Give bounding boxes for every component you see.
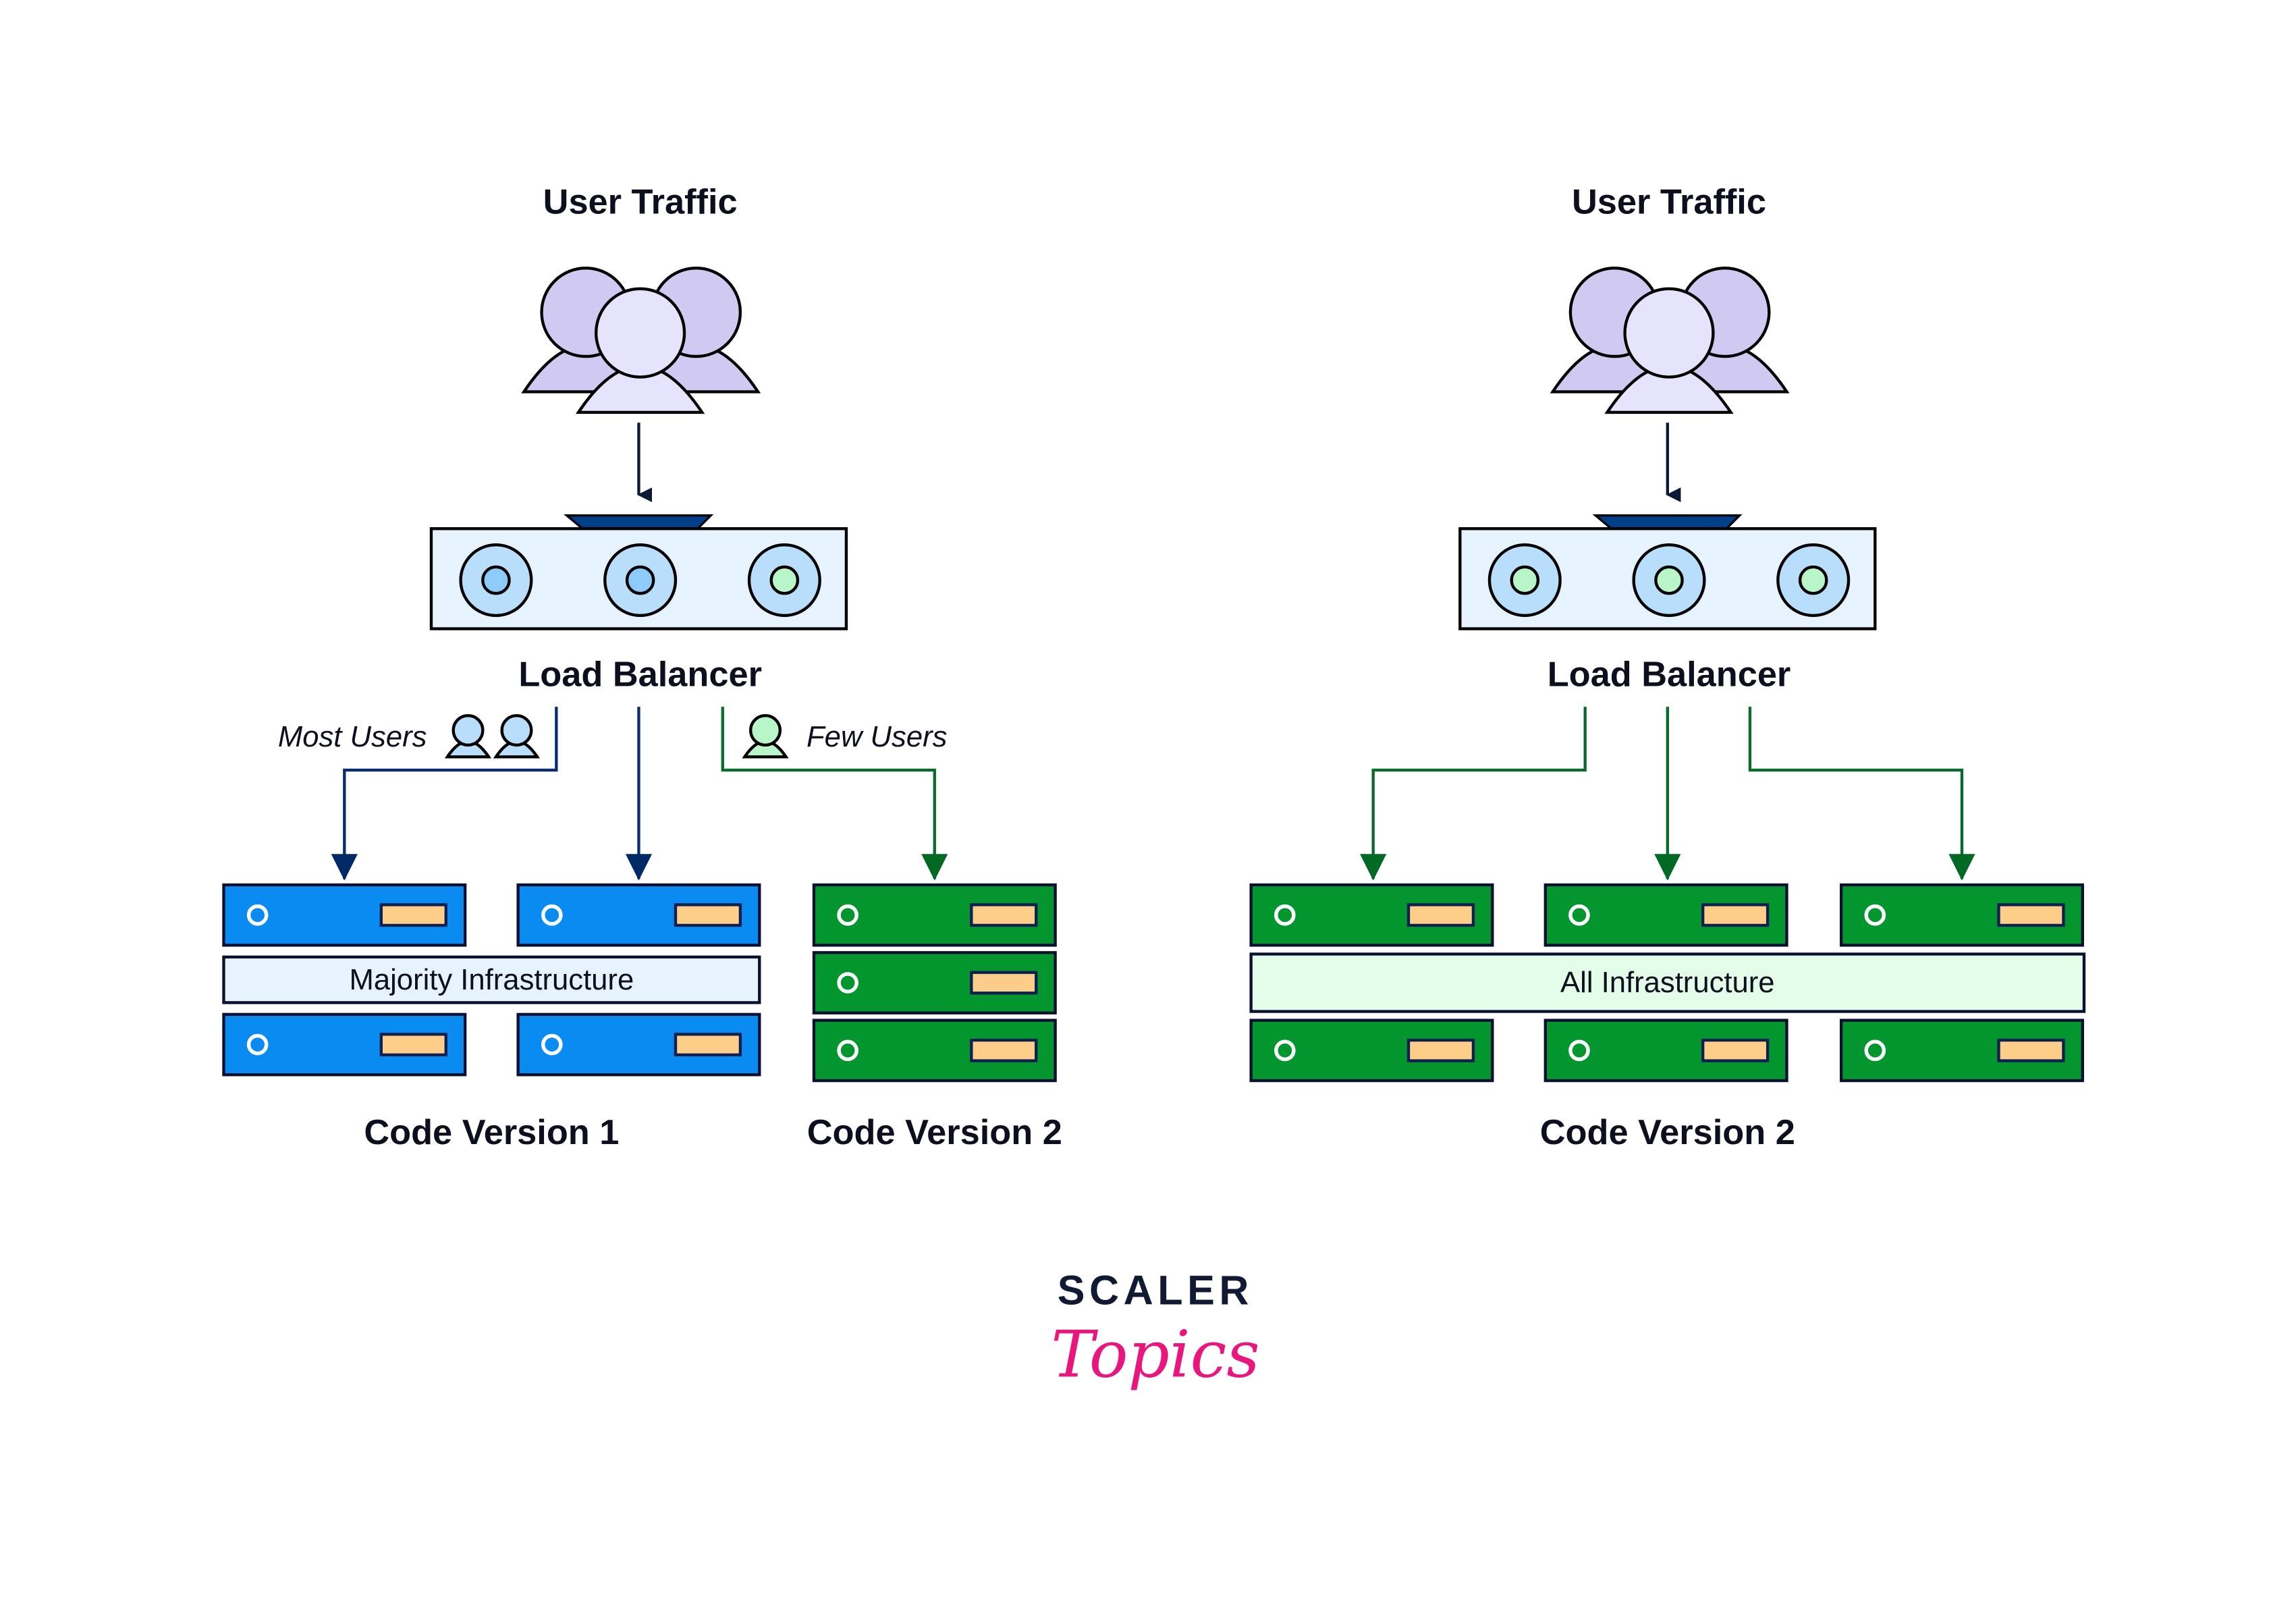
server-led bbox=[1568, 904, 1590, 926]
server-led bbox=[541, 1033, 563, 1056]
load-balancer-icon bbox=[1458, 514, 1877, 630]
user-icon bbox=[1604, 287, 1734, 414]
server-slot bbox=[970, 903, 1038, 927]
server-led bbox=[1568, 1039, 1590, 1062]
majority-infrastructure-label: Majority Infrastructure bbox=[350, 964, 634, 996]
all-infrastructure-label: All Infrastructure bbox=[1560, 967, 1775, 999]
server-icon bbox=[516, 883, 761, 947]
server-slot bbox=[1406, 903, 1475, 927]
server-led bbox=[1274, 1039, 1296, 1062]
server-led bbox=[1864, 1039, 1886, 1062]
most-users-label: Most Users bbox=[278, 721, 427, 753]
server-icon bbox=[1249, 883, 1494, 947]
user-icon bbox=[444, 714, 492, 759]
server-led bbox=[837, 904, 858, 926]
user-head bbox=[500, 714, 533, 747]
user-icon bbox=[575, 287, 705, 414]
server-slot bbox=[970, 1038, 1038, 1062]
server-slot bbox=[1997, 903, 2065, 927]
server-icon bbox=[1839, 1019, 2084, 1083]
route-all-1 bbox=[1360, 707, 1587, 881]
route-most-users-1 bbox=[331, 707, 558, 881]
few-users-label: Few Users bbox=[807, 721, 947, 753]
server-slot bbox=[1701, 903, 1770, 927]
logo-topics-text: Topics bbox=[1051, 1316, 1259, 1392]
server-slot bbox=[970, 971, 1038, 995]
server-icon bbox=[812, 883, 1057, 947]
server-led bbox=[837, 1039, 858, 1062]
right-user-traffic-label: User Traffic bbox=[1572, 183, 1766, 222]
majority-infrastructure-bar bbox=[222, 955, 761, 1004]
user-head bbox=[452, 714, 485, 747]
server-slot bbox=[379, 1033, 447, 1057]
server-slot bbox=[1701, 1038, 1770, 1062]
server-slot bbox=[674, 1033, 742, 1057]
server-icon bbox=[1839, 883, 2084, 947]
server-led bbox=[1274, 904, 1296, 926]
users-group-icon bbox=[1550, 267, 1790, 414]
scaler-topics-logo: SCALER Topics bbox=[1051, 1268, 1259, 1392]
load-balancer-port-light bbox=[481, 565, 511, 595]
server-icon bbox=[1249, 1019, 1494, 1083]
server-icon bbox=[516, 1012, 761, 1077]
server-led bbox=[1864, 904, 1886, 926]
route-few-users bbox=[721, 707, 948, 881]
route-all-3 bbox=[1748, 707, 1975, 881]
load-balancer-icon bbox=[429, 514, 848, 630]
server-slot bbox=[1406, 1038, 1475, 1062]
load-balancer-port-light bbox=[1654, 565, 1684, 595]
server-icon bbox=[1543, 1019, 1788, 1083]
code-version-1-label: Code Version 1 bbox=[364, 1113, 619, 1152]
left-code-version-2-label: Code Version 2 bbox=[807, 1113, 1062, 1152]
right-load-balancer-label: Load Balancer bbox=[1548, 655, 1791, 695]
server-icon bbox=[1543, 883, 1788, 947]
load-balancer-port-light bbox=[1798, 565, 1828, 595]
right-code-version-2-label: Code Version 2 bbox=[1540, 1113, 1795, 1152]
server-led bbox=[246, 1033, 269, 1056]
server-led bbox=[837, 972, 858, 994]
user-head bbox=[749, 714, 782, 747]
load-balancer-port-light bbox=[625, 565, 655, 595]
server-icon bbox=[222, 883, 467, 947]
server-led bbox=[541, 904, 563, 926]
user-icon bbox=[742, 714, 789, 759]
server-slot bbox=[379, 903, 447, 927]
user-head bbox=[1623, 287, 1715, 379]
all-infrastructure-bar bbox=[1249, 952, 2086, 1013]
server-slot bbox=[1997, 1038, 2065, 1062]
load-balancer-port-light bbox=[1510, 565, 1540, 595]
left-load-balancer-label: Load Balancer bbox=[518, 655, 762, 695]
left-user-traffic-label: User Traffic bbox=[543, 183, 738, 222]
user-icon bbox=[493, 714, 541, 759]
user-head bbox=[595, 287, 686, 379]
server-icon bbox=[812, 951, 1057, 1014]
server-slot bbox=[674, 903, 742, 927]
load-balancer-port-light bbox=[769, 565, 800, 595]
server-icon bbox=[222, 1012, 467, 1077]
server-led bbox=[246, 904, 269, 926]
logo-scaler-text: SCALER bbox=[1058, 1268, 1253, 1313]
server-icon bbox=[812, 1019, 1057, 1083]
users-group-icon bbox=[521, 267, 761, 414]
